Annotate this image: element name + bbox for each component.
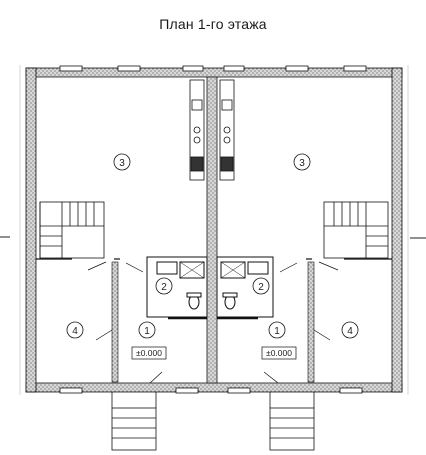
staircase-left (39, 201, 105, 259)
room-marker-right-bath: 2 (252, 277, 270, 295)
door-swings (87, 261, 339, 384)
level-mark-right: ±0.000 (261, 346, 297, 360)
entrance-steps-right (269, 392, 315, 451)
kitchen-left (189, 79, 205, 181)
room-marker-left-hall: 1 (138, 321, 156, 339)
level-mark-left: ±0.000 (131, 346, 167, 360)
partition-right-4 (307, 261, 315, 383)
center-wall (206, 76, 218, 384)
staircase-right (323, 201, 389, 259)
room-marker-right-hall: 1 (268, 321, 286, 339)
room-number: 4 (347, 326, 353, 337)
windows-bottom (59, 387, 363, 394)
partition-left-4 (111, 261, 119, 383)
room-number: 3 (299, 158, 305, 169)
bathroom-right (216, 256, 274, 320)
room-number: 1 (144, 326, 150, 337)
room-number: 2 (258, 282, 264, 293)
outer-wall-right (391, 67, 403, 393)
room-marker-left-side: 4 (66, 321, 84, 339)
room-marker-right-main: 3 (293, 153, 311, 171)
kitchen-right (219, 79, 235, 181)
room-number: 4 (72, 326, 78, 337)
room-marker-left-bath: 2 (155, 277, 173, 295)
level-text: ±0.000 (266, 348, 292, 358)
plan-title: План 1-го этажа (159, 16, 267, 32)
room-number: 3 (119, 158, 125, 169)
room-number: 2 (161, 282, 167, 293)
room-number: 1 (274, 326, 280, 337)
entrance-steps-left (111, 392, 157, 451)
room-marker-right-side: 4 (341, 321, 359, 339)
room-marker-left-main: 3 (113, 153, 131, 171)
windows-top (59, 65, 367, 72)
level-text: ±0.000 (136, 348, 162, 358)
outer-wall-left (25, 67, 37, 393)
